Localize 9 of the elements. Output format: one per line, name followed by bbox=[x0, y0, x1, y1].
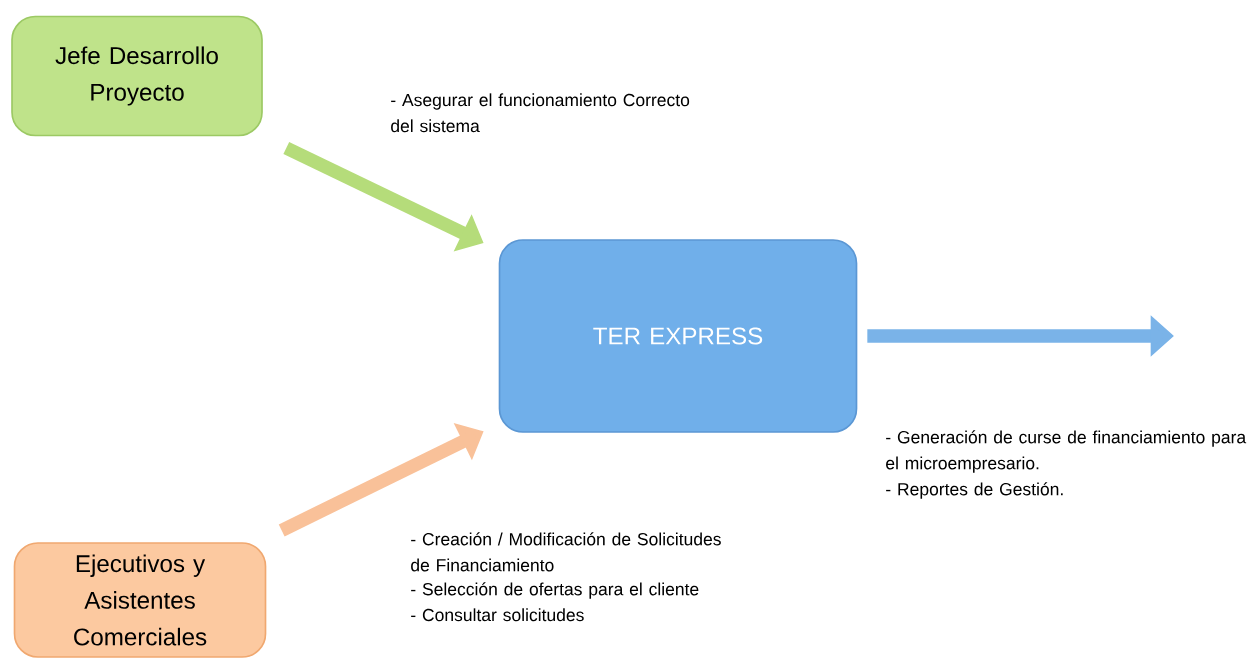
note-text: - Creación / Modificación de Solicitudes de Financiamiento bbox=[411, 532, 721, 572]
note-text: - Reportes de Gestión. bbox=[886, 482, 1063, 499]
note-text: - Consultar solicitudes bbox=[411, 608, 584, 622]
process-box: Jefe Desarrollo Proyecto bbox=[11, 15, 263, 137]
note-text: - Asegurar el funcionamiento Correcto del sistema bbox=[391, 93, 690, 133]
process-box: TER EXPRESS bbox=[498, 239, 858, 433]
process-box: Ejecutivos y Asistentes Comerciales bbox=[13, 542, 267, 658]
note-text: - Generación de curse de financiamiento para el microempresario. bbox=[886, 430, 1247, 473]
note-text: - Selección de ofertas para el cliente bbox=[411, 582, 699, 599]
